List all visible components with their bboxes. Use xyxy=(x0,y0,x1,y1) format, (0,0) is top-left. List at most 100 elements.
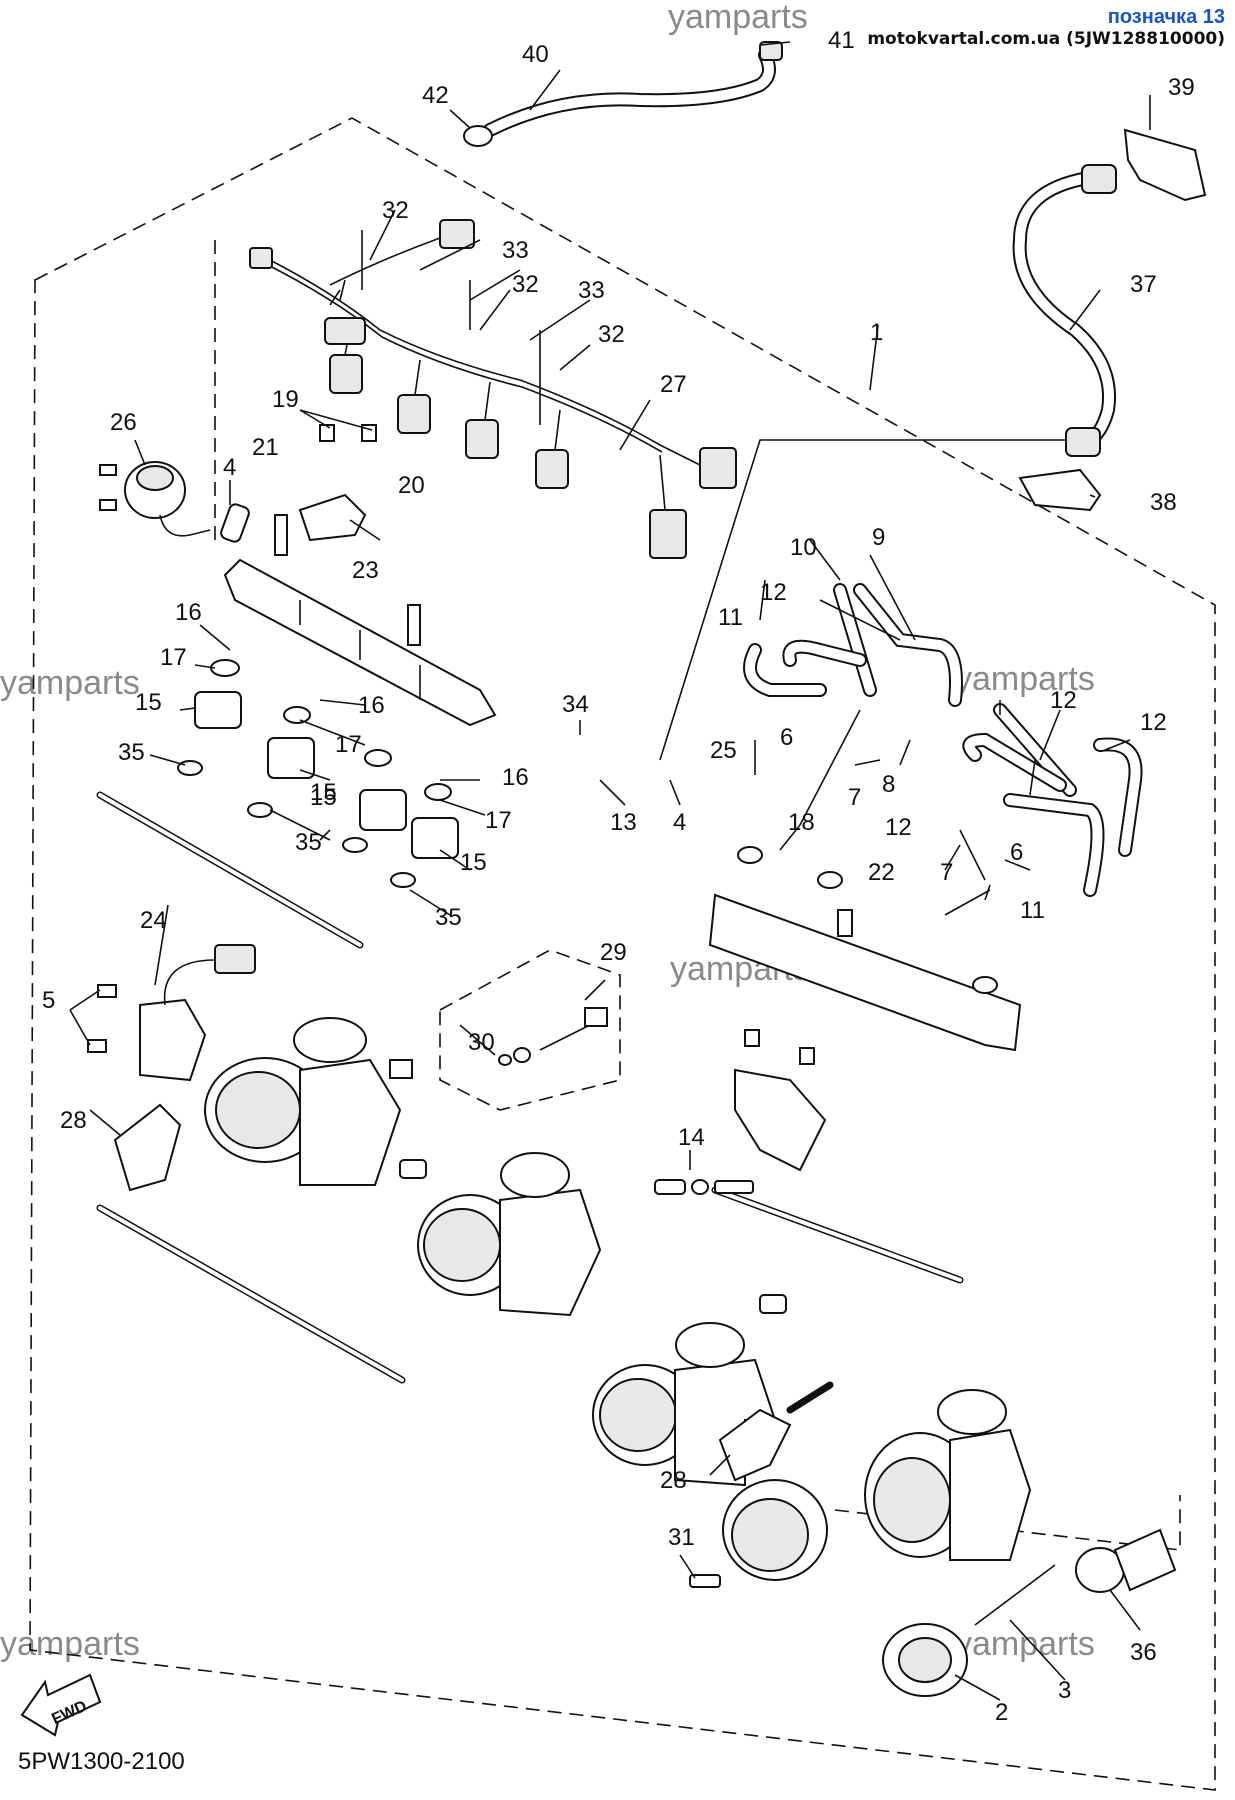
hose-clamp-41 xyxy=(759,41,783,61)
callout-39[interactable]: 39 xyxy=(1168,74,1195,101)
callout-15[interactable]: 15 xyxy=(135,689,162,716)
callout-5[interactable]: 5 xyxy=(42,987,55,1014)
callout-29[interactable]: 29 xyxy=(600,939,627,966)
valve-assembly xyxy=(734,1029,827,1172)
throttle-body-2 xyxy=(399,1152,602,1317)
callout-16[interactable]: 16 xyxy=(175,599,202,626)
callout-17[interactable]: 17 xyxy=(485,807,512,834)
callout-10[interactable]: 10 xyxy=(790,534,817,561)
connecting-rods xyxy=(96,791,964,1384)
hose-clip-39 xyxy=(1123,128,1207,202)
callout-9[interactable]: 9 xyxy=(872,524,885,551)
callout-4[interactable]: 4 xyxy=(223,454,236,481)
callout-3[interactable]: 3 xyxy=(1058,1677,1071,1704)
pressure-sensor-23 xyxy=(298,493,367,542)
reference-header: позначка 13 motokvartal.com.ua (5JW12881… xyxy=(867,6,1225,50)
wire-harness-27 xyxy=(249,219,737,559)
diagram-code: 5PW1300-2100 xyxy=(18,1748,185,1775)
throttle-body-3 xyxy=(592,1294,787,1487)
callout-16[interactable]: 16 xyxy=(502,764,529,791)
callout-25[interactable]: 25 xyxy=(710,737,737,764)
callout-28[interactable]: 28 xyxy=(660,1467,687,1494)
callout-27[interactable]: 27 xyxy=(660,371,687,398)
callout-40[interactable]: 40 xyxy=(522,41,549,68)
callout-22[interactable]: 22 xyxy=(868,859,895,886)
callout-18[interactable]: 18 xyxy=(788,809,815,836)
callout-7[interactable]: 7 xyxy=(848,784,861,811)
cap-28 xyxy=(113,1103,182,1192)
callout-41[interactable]: 41 xyxy=(828,27,855,54)
callout-17[interactable]: 17 xyxy=(335,731,362,758)
callout-15[interactable]: 15 xyxy=(310,784,337,811)
reference-site-line: motokvartal.com.ua (5JW128810000) xyxy=(867,29,1225,49)
callout-7[interactable]: 7 xyxy=(940,859,953,886)
cap-28-right xyxy=(718,1381,834,1482)
hose-clamp-42 xyxy=(463,125,493,147)
callout-20[interactable]: 20 xyxy=(398,472,425,499)
leader-lines xyxy=(69,41,1151,1701)
callout-31[interactable]: 31 xyxy=(668,1524,695,1551)
callout-36[interactable]: 36 xyxy=(1130,1639,1157,1666)
watermark: yamparts xyxy=(0,664,140,702)
callout-23[interactable]: 23 xyxy=(352,557,379,584)
callout-15[interactable]: 15 xyxy=(310,779,337,806)
callout-8[interactable]: 8 xyxy=(882,771,895,798)
callout-24[interactable]: 24 xyxy=(140,907,167,934)
callout-38[interactable]: 38 xyxy=(1150,489,1177,516)
callout-32[interactable]: 32 xyxy=(598,321,625,348)
callout-12[interactable]: 12 xyxy=(1140,709,1167,736)
callout-30[interactable]: 30 xyxy=(468,1029,495,1056)
callout-35[interactable]: 35 xyxy=(435,904,462,931)
throttle-body-4 xyxy=(864,1389,1032,1561)
intake-cap xyxy=(689,1479,1177,1697)
callout-33[interactable]: 33 xyxy=(578,277,605,304)
callout-16[interactable]: 16 xyxy=(358,692,385,719)
spring-3 xyxy=(974,1564,1056,1626)
callout-12[interactable]: 12 xyxy=(760,579,787,606)
callout-12[interactable]: 12 xyxy=(885,814,912,841)
watermark: yamparts xyxy=(668,0,808,36)
callout-12[interactable]: 12 xyxy=(1050,687,1077,714)
callout-42[interactable]: 42 xyxy=(422,82,449,109)
watermark: yamparts xyxy=(955,1625,1095,1663)
callout-37[interactable]: 37 xyxy=(1130,271,1157,298)
watermark: yamparts xyxy=(955,660,1095,698)
callout-32[interactable]: 32 xyxy=(382,197,409,224)
callout-17[interactable]: 17 xyxy=(160,644,187,671)
callout-11[interactable]: 11 xyxy=(718,604,743,631)
callout-11[interactable]: 11 xyxy=(1020,897,1045,924)
fuel-injectors-15 xyxy=(177,659,459,888)
callout-2[interactable]: 2 xyxy=(995,1699,1008,1726)
reference-title[interactable]: позначка 13 xyxy=(1107,6,1225,28)
hose-clip-38 xyxy=(1018,468,1102,512)
callout-19[interactable]: 19 xyxy=(272,386,299,413)
callout-34[interactable]: 34 xyxy=(562,691,589,718)
callout-26[interactable]: 26 xyxy=(110,409,137,436)
callout-32[interactable]: 32 xyxy=(512,271,539,298)
throttle-body-1 xyxy=(204,1017,413,1186)
callout-33[interactable]: 33 xyxy=(502,237,529,264)
callout-13[interactable]: 13 xyxy=(610,809,637,836)
callout-28[interactable]: 28 xyxy=(60,1107,87,1134)
watermark: yamparts xyxy=(0,1625,140,1663)
callout-6[interactable]: 6 xyxy=(1010,839,1023,866)
hose-4 xyxy=(220,503,250,543)
callout-1[interactable]: 1 xyxy=(870,319,883,346)
fuel-rail xyxy=(223,424,497,727)
callout-15[interactable]: 15 xyxy=(460,849,487,876)
bracket-plate xyxy=(708,846,1022,1052)
pressure-regulator-26 xyxy=(99,461,250,543)
adjuster-14 xyxy=(654,1179,754,1195)
callout-14[interactable]: 14 xyxy=(678,1124,705,1151)
callout-4[interactable]: 4 xyxy=(673,809,686,836)
callout-35[interactable]: 35 xyxy=(118,739,145,766)
callout-35[interactable]: 35 xyxy=(295,829,322,856)
part-callouts: 1 2 3 4 4 5 6 6 7 7 8 9 10 11 11 12 12 1… xyxy=(42,27,1195,1726)
forward-arrow-icon: FWD xyxy=(20,1673,102,1737)
fuel-hose-37 xyxy=(1012,128,1207,512)
vacuum-hoses xyxy=(743,583,1143,897)
fuel-hose-40 xyxy=(463,41,783,147)
callout-21[interactable]: 21 xyxy=(252,434,279,461)
callout-6[interactable]: 6 xyxy=(780,724,793,751)
